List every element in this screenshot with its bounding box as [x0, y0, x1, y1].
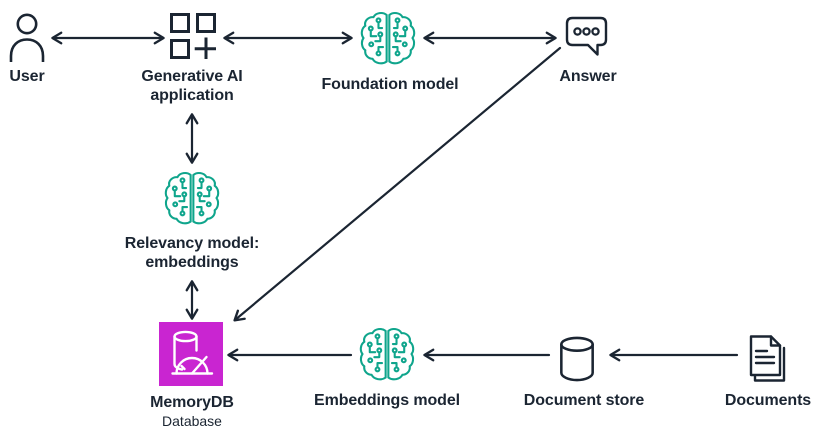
ml-brain-circuit-icon: [163, 169, 221, 227]
ml-brain-circuit-icon: [358, 325, 416, 383]
memorydb-sublabel: Database: [162, 413, 222, 429]
answer-label: Answer: [559, 68, 617, 85]
chat-bubble-icon: [563, 15, 610, 57]
generative-ai-application-label-line2: application: [150, 87, 234, 104]
memorydb-label: MemoryDB: [150, 394, 234, 411]
relevancy-model-label-line1: Relevancy model:: [124, 235, 260, 252]
user-label: User: [9, 68, 45, 85]
memorydb-database-icon: [159, 322, 223, 386]
documents-label: Documents: [724, 392, 812, 409]
edge-answer-memorydb: [233, 46, 562, 322]
app-grid-plus-icon: [170, 13, 216, 59]
generative-ai-application-label-line1: Generative AI: [141, 68, 243, 85]
database-cylinder-icon: [558, 336, 596, 383]
relevancy-model-label: Relevancy model: embeddings: [102, 234, 282, 272]
generative-ai-application-label: Generative AI application: [112, 67, 272, 105]
user-icon: [7, 12, 47, 62]
foundation-model-label: Foundation model: [321, 76, 459, 93]
documents-icon: [744, 334, 788, 384]
relevancy-model-label-line2: embeddings: [145, 254, 239, 271]
ml-brain-circuit-icon: [359, 9, 417, 67]
embeddings-model-label: Embeddings model: [314, 392, 460, 409]
document-store-label: Document store: [523, 392, 645, 409]
